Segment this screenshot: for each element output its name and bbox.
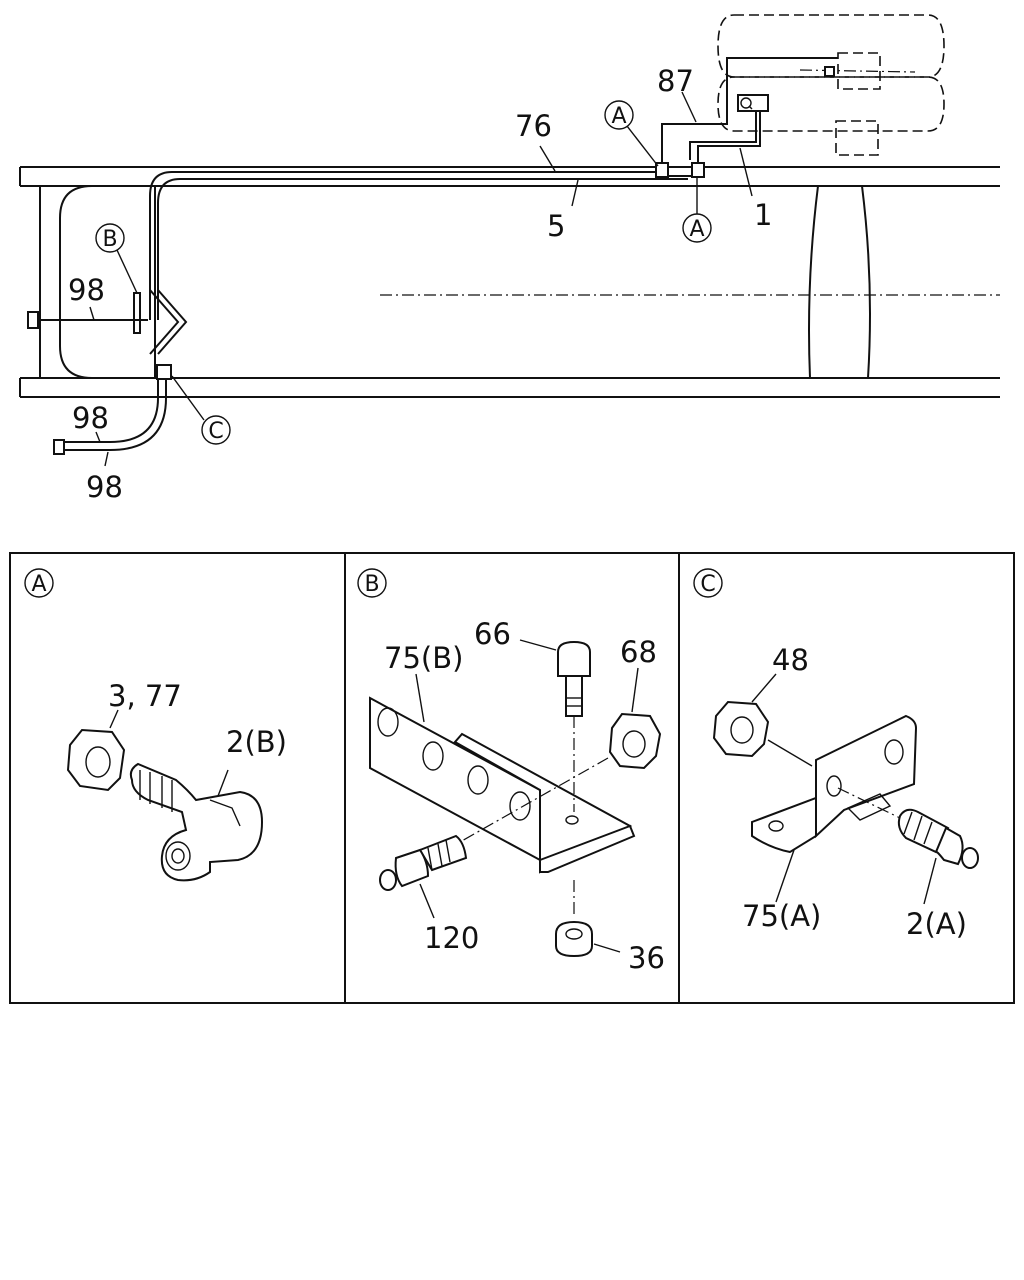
detail-panels: A 3, 77 2(B) B (9, 552, 1015, 1004)
label-48: 48 (772, 643, 809, 677)
svg-text:B: B (102, 227, 117, 252)
callout-98-hose-upper: 98 (72, 401, 109, 435)
ref-circle-a-bottom: A (682, 213, 712, 243)
panel-a-tag: A (24, 568, 54, 598)
svg-text:A: A (689, 217, 704, 242)
svg-text:C: C (700, 572, 715, 597)
svg-text:C: C (208, 419, 223, 444)
chassis-frame (19, 166, 1000, 398)
ref-circle-c: C (201, 415, 231, 445)
detail-panel-c: C 48 75(A) 2(A) (693, 568, 979, 941)
air-pipes (27, 57, 838, 455)
ref-circle-b: B (95, 223, 125, 253)
callout-98-rod: 98 (68, 273, 105, 307)
label-66: 66 (474, 617, 511, 651)
svg-text:A: A (31, 572, 46, 597)
panel-c-tag: C (693, 568, 723, 598)
main-view: 87 76 5 1 98 98 98 A A B C (19, 14, 1000, 504)
air-tanks (717, 14, 945, 156)
callout-1: 1 (754, 198, 772, 232)
detail-panel-a: A 3, 77 2(B) (24, 568, 287, 882)
ref-circle-a-top: A (604, 100, 634, 130)
label-75a: 75(A) (742, 899, 821, 933)
label-3-77: 3, 77 (108, 679, 182, 713)
panel-b-tag: B (357, 568, 387, 598)
callout-5: 5 (547, 209, 565, 243)
callout-98-hose-lower: 98 (86, 470, 123, 504)
label-68: 68 (620, 635, 657, 669)
label-75b: 75(B) (384, 641, 463, 675)
label-36: 36 (628, 941, 665, 975)
svg-text:A: A (611, 104, 626, 129)
leader-lines (89, 91, 753, 467)
svg-text:B: B (364, 572, 379, 597)
label-2b: 2(B) (226, 725, 287, 759)
callout-87: 87 (657, 64, 694, 98)
label-120: 120 (424, 921, 479, 955)
callout-76: 76 (515, 109, 552, 143)
detail-panel-b: B (357, 568, 665, 975)
label-2a: 2(A) (906, 907, 967, 941)
